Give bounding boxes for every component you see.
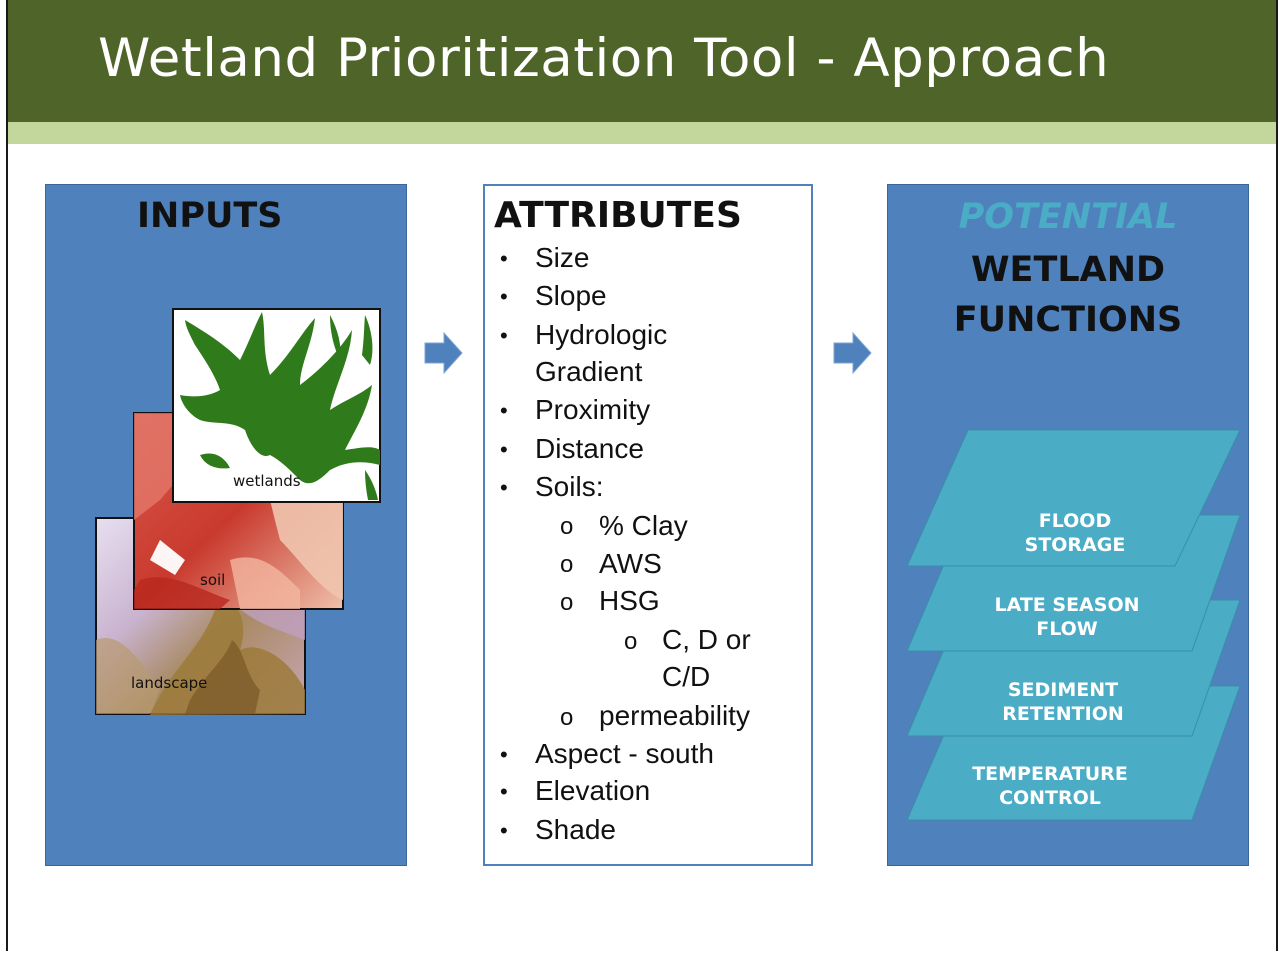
layer-label-line: FLOW: [1036, 618, 1098, 640]
functions-heading: FUNCTIONS: [953, 300, 1183, 340]
map-label-landscape: landscape: [131, 674, 208, 692]
bullet-icon: •: [500, 818, 508, 843]
attributes-panel: [483, 184, 813, 866]
attr-cd-or: C, D or: [662, 624, 751, 655]
layer-label-line: SEDIMENT: [1007, 679, 1119, 701]
layer-label-line: LATE SEASON: [994, 594, 1140, 616]
map-label-wetlands: wetlands: [233, 472, 301, 490]
layer-label-line: RETENTION: [1002, 703, 1124, 725]
attr-elevation: Elevation: [535, 775, 651, 806]
attr-hydrologic: Hydrologic: [535, 319, 668, 350]
slide-title: Wetland Prioritization Tool - Approach: [98, 28, 1110, 89]
layer-label-line: TEMPERATURE: [972, 763, 1128, 785]
inputs-heading: INPUTS: [137, 196, 283, 236]
layer-label-line: CONTROL: [999, 787, 1101, 809]
layer-label-line: FLOOD: [1038, 510, 1112, 532]
bullet-icon: •: [500, 742, 508, 767]
attr-soils: Soils:: [535, 471, 604, 502]
attr-aws: AWS: [599, 548, 662, 579]
attr-aspect: Aspect - south: [535, 738, 714, 769]
attr-shade: Shade: [535, 814, 616, 845]
right-arrow-icon: [833, 331, 872, 375]
bullet-icon: •: [500, 437, 508, 462]
map-label-soil: soil: [200, 571, 226, 589]
layer-label-flood-storage: FLOOD STORAGE: [975, 509, 1175, 557]
title-stripe: [8, 122, 1278, 144]
sub-bullet-icon: o: [560, 513, 574, 540]
attr-clay: % Clay: [599, 510, 688, 541]
attr-size: Size: [535, 242, 590, 273]
sub-bullet-icon: o: [624, 628, 638, 655]
attr-permeability: permeability: [599, 700, 750, 731]
sub-bullet-icon: o: [560, 704, 574, 731]
layer-label-sediment-retention: SEDIMENT RETENTION: [963, 678, 1163, 726]
attr-proximity: Proximity: [535, 394, 651, 425]
title-bar: [8, 0, 1278, 122]
sub-bullet-icon: o: [560, 551, 574, 578]
bullet-icon: •: [500, 284, 508, 309]
layer-label-temperature-control: TEMPERATURE CONTROL: [950, 762, 1150, 810]
attr-cd: C/D: [662, 661, 711, 692]
layer-label-line: STORAGE: [1024, 534, 1126, 556]
attr-hsg: HSG: [599, 585, 660, 616]
attr-slope: Slope: [535, 280, 607, 311]
right-arrow-icon: [424, 331, 463, 375]
potential-heading: POTENTIAL: [958, 197, 1178, 237]
bullet-icon: •: [500, 323, 508, 348]
bullet-icon: •: [500, 475, 508, 500]
inputs-panel: [45, 184, 407, 866]
wetland-heading: WETLAND: [970, 250, 1166, 290]
bullet-icon: •: [500, 246, 508, 271]
bullet-icon: •: [500, 398, 508, 423]
sub-bullet-icon: o: [560, 589, 574, 616]
layer-label-late-season-flow: LATE SEASON FLOW: [967, 593, 1167, 641]
bullet-icon: •: [500, 779, 508, 804]
attributes-heading: ATTRIBUTES: [494, 195, 742, 236]
attr-distance: Distance: [535, 433, 644, 464]
attr-gradient: Gradient: [535, 356, 643, 387]
